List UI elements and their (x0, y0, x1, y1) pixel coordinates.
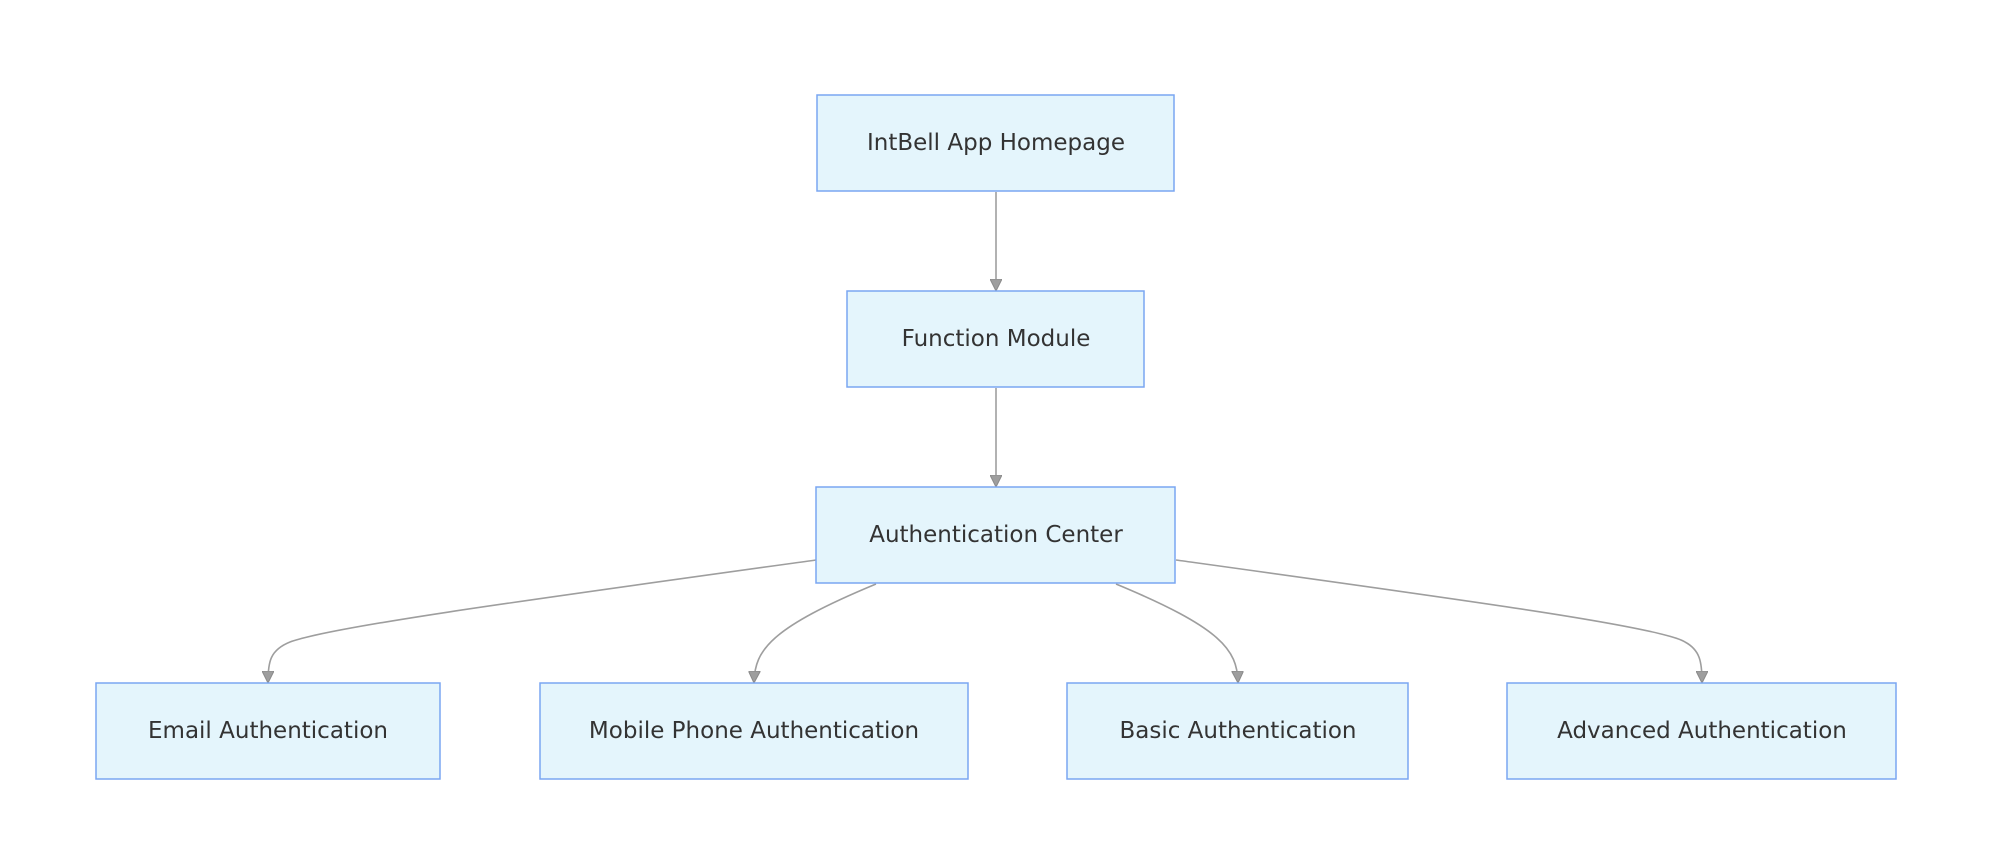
node-advanced-auth[interactable]: Advanced Authentication (1506, 682, 1897, 780)
node-basic-auth[interactable]: Basic Authentication (1066, 682, 1409, 780)
edge-auth-center-to-basic-auth (1115, 583, 1238, 682)
node-label-email-auth: Email Authentication (148, 718, 388, 744)
node-label-basic-auth: Basic Authentication (1119, 718, 1356, 744)
edge-auth-center-to-mobile-auth (754, 583, 877, 682)
node-auth-center[interactable]: Authentication Center (815, 486, 1176, 584)
node-label-advanced-auth: Advanced Authentication (1557, 718, 1847, 744)
node-label-homepage: IntBell App Homepage (867, 130, 1125, 156)
node-email-auth[interactable]: Email Authentication (95, 682, 441, 780)
edges-group (268, 192, 1702, 682)
edge-auth-center-to-advanced-auth (1175, 559, 1702, 682)
node-label-mobile-auth: Mobile Phone Authentication (589, 718, 919, 744)
node-homepage[interactable]: IntBell App Homepage (816, 94, 1175, 192)
nodes-group: IntBell App Homepage Function Module Aut… (95, 94, 1897, 780)
edge-auth-center-to-email-auth (268, 559, 817, 682)
node-function-module[interactable]: Function Module (846, 290, 1145, 388)
node-mobile-auth[interactable]: Mobile Phone Authentication (539, 682, 969, 780)
node-label-function-module: Function Module (902, 326, 1091, 352)
node-label-auth-center: Authentication Center (869, 522, 1123, 548)
